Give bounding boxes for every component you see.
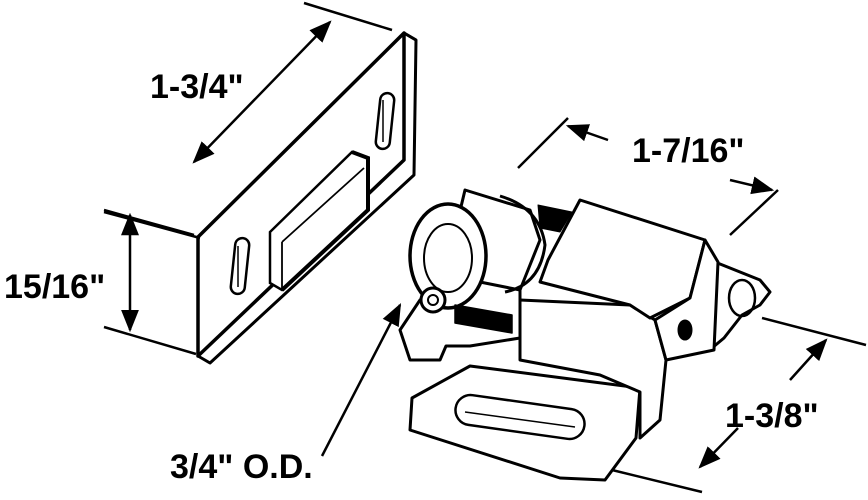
extension-line-depth-b — [729, 189, 779, 236]
label-strike-height: 15/16" — [4, 268, 105, 306]
dim-arrow-strike-length — [192, 20, 332, 164]
extension-line-depth-a — [517, 117, 569, 169]
extension-line-width-bottom — [611, 468, 703, 494]
leader-roller-od — [320, 303, 402, 457]
label-strike-length: 1-3/4" — [150, 68, 244, 106]
dim-arrow-depth-right — [729, 176, 775, 195]
extension-line-strike-top-a — [303, 1, 393, 32]
dim-arrow-width-bottom — [698, 427, 739, 469]
roller-catch — [398, 188, 772, 482]
extension-line-height-bottom — [103, 325, 197, 356]
dimension-lines — [103, 1, 867, 494]
extension-line-height-top — [103, 210, 201, 240]
label-catch-depth: 1-7/16" — [632, 132, 745, 170]
label-catch-width: 1-3/8" — [725, 397, 819, 435]
label-roller-od: 3/4" O.D. — [170, 448, 313, 486]
dim-arrow-width-top — [789, 338, 828, 381]
extension-line-width-top — [761, 316, 867, 347]
strike-holes — [229, 91, 396, 296]
extension-line-strike-top-b — [103, 208, 195, 237]
dim-arrow-depth-left — [565, 124, 609, 142]
